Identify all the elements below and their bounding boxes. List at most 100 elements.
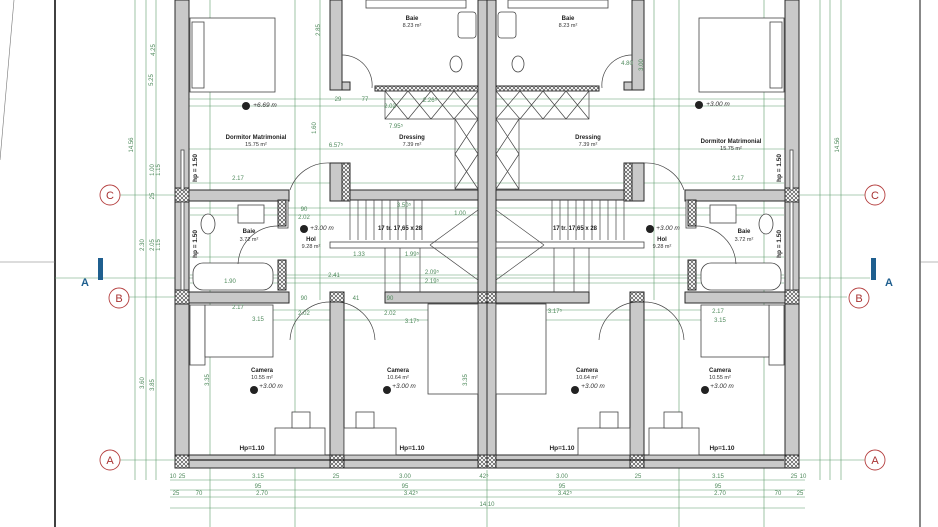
grid-axes: C B A C B A <box>99 184 886 471</box>
section-label: A <box>81 277 89 289</box>
room-labels-right: Baie 8.23 m² Dormitor Matrimonial 15.75 … <box>549 16 783 452</box>
level-mark: +3.00 m <box>710 383 734 390</box>
walls-left <box>174 0 488 469</box>
dimension-label: 95 <box>402 484 409 490</box>
dimension-label: 90 <box>387 296 394 302</box>
section-marker-left: A <box>81 258 103 289</box>
dimension-label: 2.05 <box>150 239 156 251</box>
dimension-label: 1.00 <box>454 211 466 217</box>
window-sill-height: Hp=1.10 <box>239 445 264 452</box>
room-name: Camera <box>709 368 732 374</box>
dimension-label: 25 <box>173 491 180 497</box>
dimension-label: 3.17⁵ <box>548 308 563 315</box>
grid-axis-a-right: A <box>864 449 886 471</box>
dimension-label: 3.15 <box>712 474 724 480</box>
dimension-label: 2.30 <box>140 239 146 251</box>
dimension-label: 4.25 <box>151 44 157 56</box>
window-sill-height: hp = 1.50 <box>776 154 783 182</box>
dimension-label: 25 <box>333 474 340 480</box>
room-name: Dormitor Matrimonial <box>701 139 762 145</box>
window-sill-height: hp = 1.50 <box>192 154 199 182</box>
dimension-label: 3.15 <box>252 474 264 480</box>
room-area: 9.28 m² <box>653 244 672 250</box>
grid-axis-a-left: A <box>99 449 121 471</box>
dimension-label: 2.85 <box>316 24 322 36</box>
stairs-label: 17 tr. 17,65 x 28 <box>553 226 598 232</box>
dimension-label: 70 <box>196 491 203 497</box>
dimension-label: 3.17⁵ <box>405 318 420 325</box>
window-sill-height: Hp=1.10 <box>399 445 424 452</box>
level-mark: +6.69 m <box>253 102 277 109</box>
level-mark: +3.00 m <box>259 383 283 390</box>
dimension-label: 1.99⁵ <box>405 251 420 258</box>
axis-label: B <box>115 293 122 305</box>
dimension-label: 3.00 <box>639 59 645 71</box>
dimension-label: 3.15 <box>252 317 264 323</box>
dimension-label: 2.17 <box>232 176 244 182</box>
dimension-label: 95 <box>559 484 566 490</box>
room-name: Hol <box>657 237 667 243</box>
dimension-label: 2.17 <box>712 309 724 315</box>
dimension-label: 2.02 <box>384 104 396 110</box>
axis-label: C <box>871 190 879 202</box>
room-name: Dressing <box>575 135 601 141</box>
dimension-label: 25 <box>150 192 156 199</box>
room-area: 15.75 m² <box>245 142 267 148</box>
dimension-label: 25 <box>797 491 804 497</box>
dimension-label: 3.35 <box>463 374 469 386</box>
window-sill-height: Hp=1.10 <box>709 445 734 452</box>
dimension-label: 10 <box>170 474 177 480</box>
dimension-label: 3.00 <box>399 474 411 480</box>
grid-axis-b-right: B <box>848 287 870 309</box>
dimension-label: 1.60 <box>312 122 318 134</box>
room-area: 10.64 m² <box>576 375 598 381</box>
dimension-label: 7.95⁵ <box>389 123 404 130</box>
room-name: Dormitor Matrimonial <box>226 135 287 141</box>
room-name: Baie <box>738 229 751 235</box>
dimension-label: 2.26⁵ <box>423 97 438 104</box>
dimension-label: 1.90 <box>224 279 236 285</box>
dimension-label: 42⁵ <box>479 473 489 480</box>
dimension-label: 5.25 <box>149 74 155 86</box>
dimension-label: 2.70 <box>714 491 726 497</box>
dimension-label: 25 <box>791 474 798 480</box>
dimension-label: 3.00 <box>556 474 568 480</box>
axis-label: B <box>855 293 862 305</box>
dimension-label: 2.41 <box>328 273 340 279</box>
window-sill-height: Hp=1.10 <box>549 445 574 452</box>
dimension-label: 4.80 <box>621 61 633 67</box>
dimension-label: 41 <box>353 296 360 302</box>
room-name: Baie <box>562 16 575 22</box>
dimension-label: 2.17 <box>732 176 744 182</box>
dimension-label: 1.15 <box>156 239 162 251</box>
axis-label: A <box>871 455 879 467</box>
room-area: 10.64 m² <box>387 375 409 381</box>
room-area: 7.39 m² <box>403 142 422 148</box>
room-area: 3.72 m² <box>735 237 754 243</box>
dimension-label: 29 <box>335 97 342 103</box>
dimension-label: 10 <box>800 474 807 480</box>
dimension-label: 6.57⁵ <box>329 142 344 149</box>
dimension-label: 95 <box>255 484 262 490</box>
dimension-label: 2.02 <box>384 311 396 317</box>
room-area: 8.23 m² <box>559 23 578 29</box>
room-name: Baie <box>406 16 419 22</box>
stairs-label: 17 tr. 17,65 x 28 <box>378 226 423 232</box>
room-area: 9.28 m² <box>302 244 321 250</box>
dimension-label: 1.33 <box>353 252 365 258</box>
dimension-label: 3.15 <box>714 318 726 324</box>
grid-axis-c-left: C <box>99 184 121 206</box>
dimension-label: 2.70 <box>256 491 268 497</box>
dimension-label: 3.42⁵ <box>558 490 573 497</box>
room-area: 15.75 m² <box>720 146 742 152</box>
room-name: Dressing <box>399 135 425 141</box>
window-sill-height: hp = 1.50 <box>192 230 199 258</box>
dimension-label: 3.50⁵ <box>397 202 412 209</box>
room-name: Camera <box>387 368 410 374</box>
dimension-label: 2.02 <box>298 311 310 317</box>
dimension-label: 3.60 <box>140 377 146 389</box>
level-mark: +3.00 m <box>706 101 730 108</box>
